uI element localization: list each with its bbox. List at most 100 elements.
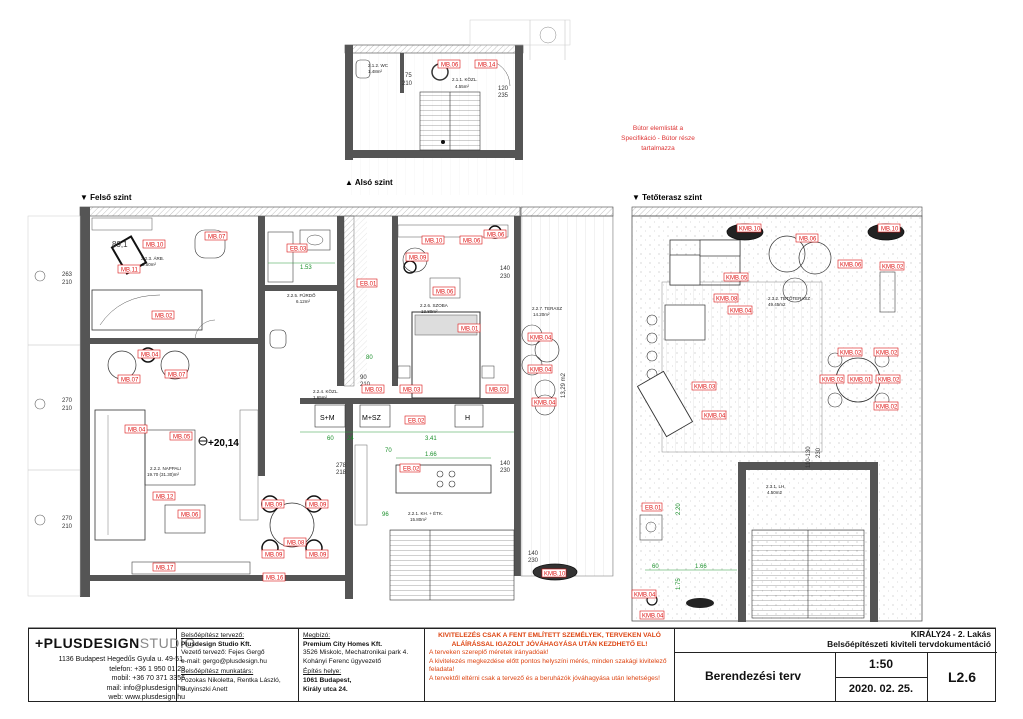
svg-text:MB.16: MB.16 — [266, 576, 284, 582]
svg-text:230: 230 — [500, 274, 511, 280]
room-label-223-area: 3.50m² — [142, 262, 157, 267]
svg-text:218: 218 — [336, 470, 347, 476]
closet-h: H — [465, 415, 470, 422]
tag-kmb05: KMB.05 — [723, 272, 749, 282]
tag-kmb02: KMB.02 — [837, 347, 863, 357]
room-label-227-name: 2.2.7. TERASZ — [532, 306, 562, 311]
svg-text:210: 210 — [62, 524, 73, 530]
tag-kmb04: KMB.04 — [727, 305, 753, 315]
sheet-number: L2.6 — [947, 669, 976, 685]
tag-mb07: MB.07 — [117, 374, 141, 384]
tag-kmb08: KMB.08 — [713, 293, 739, 303]
svg-text:MB.06: MB.06 — [463, 239, 481, 245]
tag-mb09: MB.09 — [261, 549, 285, 559]
svg-text:KMB.04: KMB.04 — [704, 414, 726, 420]
sheet-title: Berendezési terv — [705, 669, 802, 683]
section-title-roof: ▼ Tetőterasz szint — [632, 193, 702, 202]
svg-text:263: 263 — [62, 272, 73, 278]
tag-kmb02: KMB.02 — [819, 374, 845, 384]
svg-text:MB.10: MB.10 — [146, 243, 164, 249]
svg-text:1.75: 1.75 — [676, 578, 682, 590]
svg-text:MB.06: MB.06 — [487, 233, 505, 239]
svg-text:MB.09: MB.09 — [309, 553, 327, 559]
svg-text:KMB.02: KMB.02 — [840, 351, 862, 357]
svg-text:MB.09: MB.09 — [265, 503, 283, 509]
dim-235: 235 — [498, 93, 509, 99]
svg-text:110-130: 110-130 — [806, 446, 812, 468]
tag-mb09: MB.09 — [305, 499, 329, 509]
svg-text:KMB.10: KMB.10 — [739, 227, 761, 233]
tag-kmb04: KMB.04 — [531, 397, 557, 407]
room-label-225-name: 2.2.5. FÜRDŐ — [287, 292, 316, 298]
svg-text:MB.08: MB.08 — [287, 541, 305, 547]
tag-mb03: MB.03 — [361, 384, 385, 394]
svg-text:140: 140 — [500, 266, 511, 272]
tag-mb10: MB.10 — [142, 239, 166, 249]
warning-cell: KIVITELEZÉS CSAK A FENT EMLÍTETT SZEMÉLY… — [425, 629, 675, 701]
svg-text:80: 80 — [366, 355, 373, 361]
svg-text:Specifikáció - Bútor része: Specifikáció - Bútor része — [621, 135, 695, 142]
tag-mb04: MB.04 — [137, 349, 161, 359]
svg-text:MB.12: MB.12 — [156, 495, 174, 501]
closet-sm: S+M — [320, 415, 335, 422]
doc-name: Belsőépítészeti kiviteli tervdokumentáci… — [827, 639, 991, 649]
svg-text:EB.02: EB.02 — [408, 419, 425, 425]
room-label-211-area: 4.55m² — [455, 84, 470, 89]
svg-text:MB.04: MB.04 — [128, 428, 146, 434]
title-block: +PLUSDESIGNSTUDIO 1136 Budapest Hegedűs … — [28, 628, 997, 702]
svg-text:EB.01: EB.01 — [645, 506, 662, 512]
svg-text:MB.10: MB.10 — [881, 227, 899, 233]
room-label-226-name: 2.2.6. SZOBA — [420, 303, 448, 308]
svg-text:KMB.10: KMB.10 — [544, 572, 566, 578]
tag-eb01: EB.01 — [356, 278, 378, 288]
svg-text:230: 230 — [500, 468, 511, 474]
svg-text:1.66: 1.66 — [425, 452, 437, 458]
svg-text:96: 96 — [382, 512, 389, 518]
tag-mb14: MB.14 — [474, 59, 498, 69]
svg-text:KMB.04: KMB.04 — [642, 614, 664, 620]
room-label-222-area: 19.70 (31.30)m² — [147, 472, 180, 477]
tag-kmb04: KMB.04 — [631, 589, 657, 599]
tag-mb06: MB.06 — [795, 233, 819, 243]
dim-120: 120 — [498, 86, 509, 92]
svg-text:KMB.05: KMB.05 — [726, 276, 748, 282]
svg-text:Bútor elemlistát a: Bútor elemlistát a — [633, 125, 684, 132]
svg-text:210: 210 — [62, 280, 73, 286]
room-label-212-area: 1.48m² — [368, 69, 383, 74]
svg-text:MB.03: MB.03 — [403, 388, 421, 394]
project-name: KIRÁLY24 - 2. Lakás — [910, 629, 991, 639]
svg-text:278: 278 — [336, 463, 347, 469]
svg-text:MB.09: MB.09 — [309, 503, 327, 509]
svg-text:KMB.02: KMB.02 — [876, 351, 898, 357]
terrace-area: 13,29 m2 — [561, 372, 567, 398]
svg-text:KMB.04: KMB.04 — [534, 401, 556, 407]
tag-kmb02: KMB.02 — [873, 347, 899, 357]
room-label-225-area: 6.12m² — [296, 299, 311, 304]
svg-text:MB.06: MB.06 — [441, 63, 459, 69]
tag-kmb04: KMB.04 — [701, 410, 727, 420]
room-label-232-name: 2.3.2. TETŐTERASZ — [768, 295, 810, 301]
tag-mb07: MB.07 — [164, 369, 188, 379]
tag-mb05: MB.05 — [169, 431, 193, 441]
svg-text:KMB.06: KMB.06 — [840, 263, 862, 269]
room-label-221-name: 2.2.1. KH. + ÉTK. — [408, 510, 443, 516]
room-label-221-area: 15.80m² — [410, 517, 427, 522]
svg-text:MB.07: MB.07 — [121, 378, 139, 384]
svg-text:KMB.04: KMB.04 — [530, 336, 552, 342]
tag-mb09: MB.09 — [261, 499, 285, 509]
furniture-note: Bútor elemlistát a Specifikáció - Bútor … — [621, 125, 695, 152]
svg-text:70: 70 — [385, 448, 392, 454]
room-label-223-name: 2.2.3. ÁRB. — [141, 255, 164, 261]
tag-mb06: MB.06 — [437, 59, 461, 69]
room-label-231-area: 4.50m2 — [767, 490, 783, 495]
svg-text:MB.06: MB.06 — [436, 290, 454, 296]
svg-text:MB.17: MB.17 — [156, 566, 174, 572]
svg-text:24: 24 — [347, 436, 354, 442]
tag-kmb03: KMB.03 — [691, 381, 717, 391]
tag-mb09: MB.09 — [305, 549, 329, 559]
tag-mb01: MB.01 — [457, 323, 481, 333]
svg-text:KMB.03: KMB.03 — [694, 385, 716, 391]
svg-text:MB.03: MB.03 — [365, 388, 383, 394]
room-label-211-name: 2.1.1. KÖZL. — [452, 76, 478, 82]
level-mark: +20,14 — [208, 438, 239, 449]
